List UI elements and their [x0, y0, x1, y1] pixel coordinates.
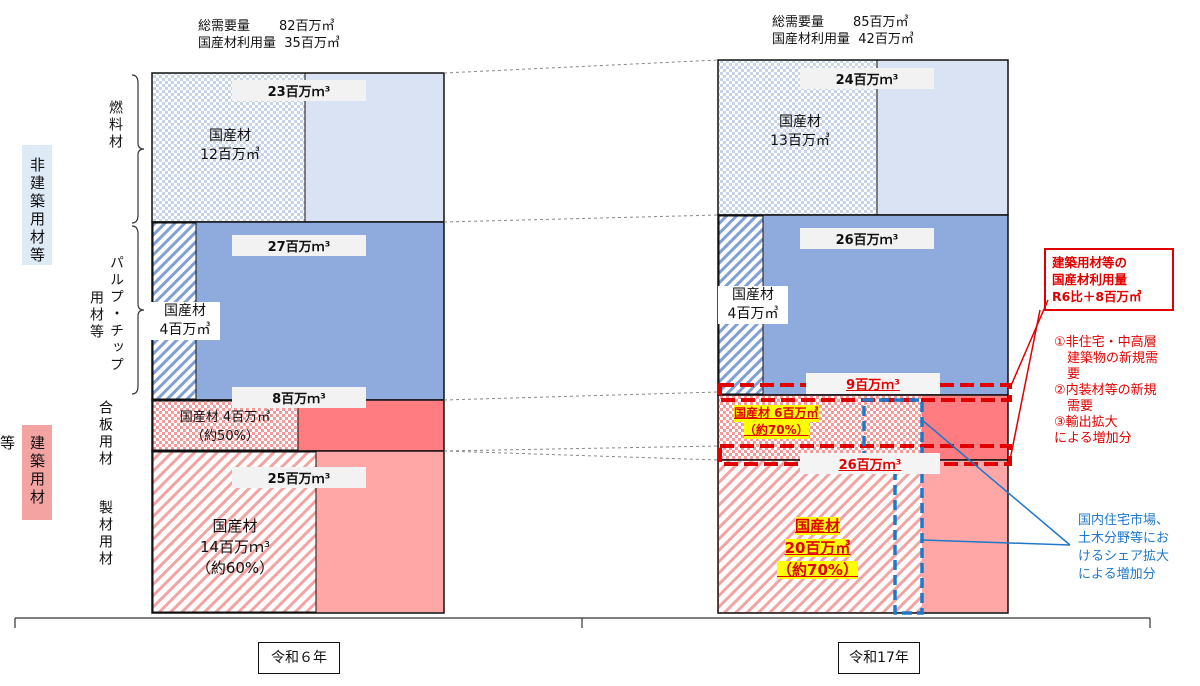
- lumber-domestic: [719, 461, 922, 612]
- domestic-label: 国産材利用量: [198, 36, 277, 51]
- share-box-lumber: [893, 468, 924, 615]
- category-lumber: 製材用材: [97, 500, 113, 568]
- pulp-domestic-label: 国産材 4百万㎥: [718, 286, 788, 324]
- lumber-total-label: 25百万ｍ³: [232, 467, 366, 488]
- year-label-reiwa6: 令和６年: [258, 642, 340, 674]
- plywood-domestic-label: 国産材 6百万㎥（約70%）: [734, 405, 819, 439]
- plywood-total-label: 8百万ｍ³: [232, 387, 366, 408]
- plywood-domestic-label: 国産材 4百万㎥ （約50%）: [179, 410, 271, 444]
- header-right: 総需要量 85百万㎥ 国産材利用量 42百万㎥: [772, 14, 914, 48]
- fuel-total-label: 24百万ｍ³: [800, 68, 934, 89]
- category-pulp-2: 用材等: [88, 290, 104, 341]
- category-fuel: 燃料材: [107, 100, 123, 151]
- lumber-total-label: 26百万ｍ³: [800, 453, 940, 474]
- domestic-label: 国産材利用量: [772, 32, 851, 47]
- total-label: 総需要量: [198, 19, 251, 34]
- plywood-domestic: [152, 400, 299, 451]
- connector-lines: [443, 59, 719, 461]
- pulp-total-label: 26百万ｍ³: [800, 228, 934, 249]
- year-label-reiwa17: 令和17年: [838, 642, 920, 674]
- total-value: 85百万㎥: [852, 15, 909, 30]
- domestic-value: 42百万㎥: [858, 32, 914, 47]
- fuel-total-label: 23百万ｍ³: [232, 80, 366, 101]
- group-non-building: 非建築用材等: [22, 145, 52, 265]
- category-braces: [131, 74, 145, 395]
- plywood-total-label: 9百万ｍ³: [806, 373, 940, 394]
- increase-summary-box: 建築用材等の 国産材利用量 R6比＋8百万㎥: [1044, 248, 1174, 311]
- share-expansion-note: 国内住宅市場、 土木分野等にお けるシェア拡大 による増加分: [1078, 513, 1170, 582]
- lumber-domestic-label: 国産材 14百万ｍ³ （約60%）: [195, 517, 275, 577]
- pulp-domestic-label: 国産材 4百万㎥: [150, 302, 220, 340]
- total-value: 82百万㎥: [278, 19, 335, 34]
- increase-reasons-note: ①非住宅・中高層 建築物の新規需 要 ②内装材等の新規 需要 ③輸出拡大 による…: [1054, 335, 1159, 446]
- category-pulp-1: パルプ・チップ: [108, 255, 124, 374]
- header-left: 総需要量 82百万㎥ 国産材利用量 35百万㎥: [198, 18, 340, 52]
- pulp-total-label: 27百万ｍ³: [232, 235, 366, 256]
- total-label: 総需要量: [772, 15, 825, 30]
- fuel-domestic-label: 国産材 13百万㎥: [770, 114, 830, 149]
- domestic-value: 35百万㎥: [284, 36, 340, 51]
- category-plywood: 合板用材: [97, 400, 113, 468]
- x-axis: [14, 617, 1151, 628]
- group-building: 建築用材等: [0, 425, 52, 520]
- fuel-domestic-label: 国産材 12百万㎥: [200, 128, 260, 163]
